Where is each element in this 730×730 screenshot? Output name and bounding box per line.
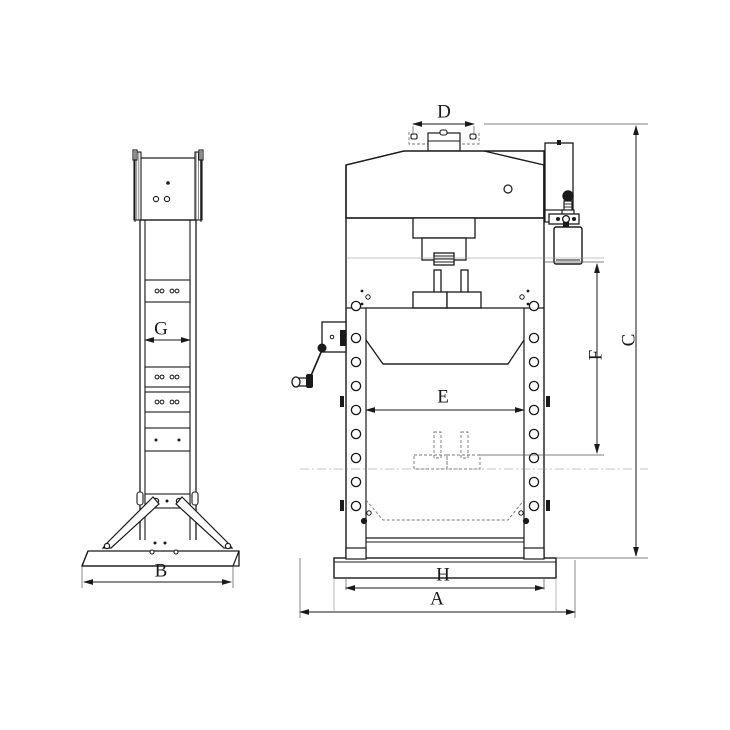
press-head-trapezoid xyxy=(345,150,545,219)
v-block-hidden-lower xyxy=(365,431,525,521)
dimension-label-C: C xyxy=(618,334,639,347)
winch-crank-handle xyxy=(291,321,347,388)
right-upright-column xyxy=(523,218,545,558)
dimension-C: C xyxy=(484,123,648,559)
construction-reference-lines xyxy=(300,257,648,612)
dimension-label-F: F xyxy=(585,350,606,361)
pin-hole-column-right xyxy=(518,289,550,525)
movable-bolster-table xyxy=(365,339,525,365)
pump-valve-block xyxy=(548,213,580,228)
dimension-F: F xyxy=(479,261,606,456)
dimension-label-D: D xyxy=(437,101,451,122)
dimension-A: A xyxy=(299,558,576,618)
front-elevation-view xyxy=(291,129,583,579)
dimension-label-A: A xyxy=(430,588,444,609)
pin-hole-column-left xyxy=(340,289,372,525)
dimension-label-E: E xyxy=(437,386,449,407)
v-block-support-pair xyxy=(412,269,482,309)
side-view-base-foot xyxy=(81,541,240,567)
side-view-head-bracket xyxy=(132,149,204,222)
dimension-label-B: B xyxy=(155,560,168,581)
dimension-label-G: G xyxy=(154,318,168,339)
base-plate xyxy=(333,537,557,579)
dimension-D: D xyxy=(412,101,475,135)
pressure-gauge xyxy=(561,190,575,216)
dimension-label-H: H xyxy=(436,564,450,585)
side-elevation-view xyxy=(81,149,240,567)
oil-tank xyxy=(553,226,583,265)
left-upright-column xyxy=(345,218,544,558)
hydraulic-cylinder-ram xyxy=(412,217,476,266)
dimension-E: E xyxy=(365,386,525,413)
side-view-bolster-plates xyxy=(144,279,191,452)
dimension-G: G xyxy=(144,318,191,343)
dimension-B: B xyxy=(81,560,234,588)
side-view-a-frame-brace xyxy=(101,491,234,550)
dimension-H: H xyxy=(345,564,545,591)
